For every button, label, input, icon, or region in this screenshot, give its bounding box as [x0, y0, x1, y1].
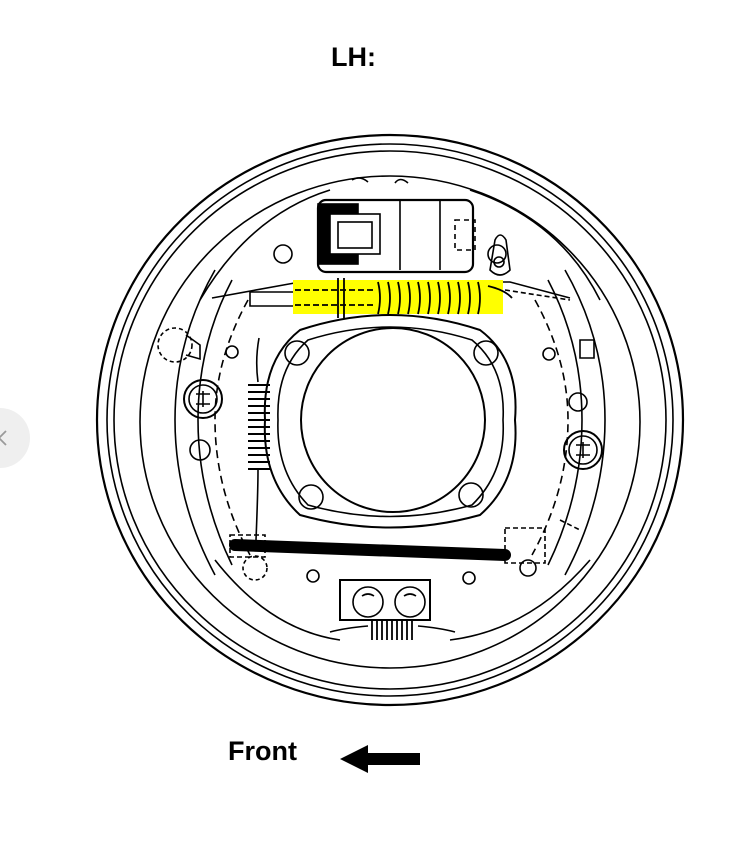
backing-plate-ring-3: [113, 150, 667, 690]
direction-label: Front: [228, 736, 297, 766]
stud-hole: [473, 340, 499, 366]
chevron-left-icon: [0, 430, 7, 446]
lower-return-spring: [329, 620, 456, 640]
left-shoe-outline: [174, 269, 216, 576]
anchor-block: [339, 579, 431, 621]
diagram-title: LH:: [331, 42, 376, 72]
stud-hole: [284, 340, 310, 366]
upper-shoe-arc: [199, 189, 601, 301]
lower-strut: [229, 539, 511, 561]
arrow-left-icon: [340, 745, 420, 773]
stud-hole: [458, 482, 484, 508]
left-shoe-lining: [214, 299, 251, 556]
backing-plate-ring-2: [106, 143, 674, 697]
backing-plate-inner-ring: [139, 175, 641, 669]
hub-flange: [263, 314, 517, 529]
hold-down-pin-right: [563, 430, 603, 470]
lower-shoe-arc: [214, 559, 591, 641]
backing-plate-outer-ring: [95, 133, 685, 707]
hold-down-pin-left: [183, 379, 223, 419]
return-spring-left: [248, 337, 270, 541]
stud-hole: [298, 484, 324, 510]
adjuster-spring: [295, 278, 513, 318]
hub-center: [300, 327, 486, 513]
right-shoe-outline: [564, 269, 606, 576]
right-shoe-lining: [531, 299, 569, 556]
